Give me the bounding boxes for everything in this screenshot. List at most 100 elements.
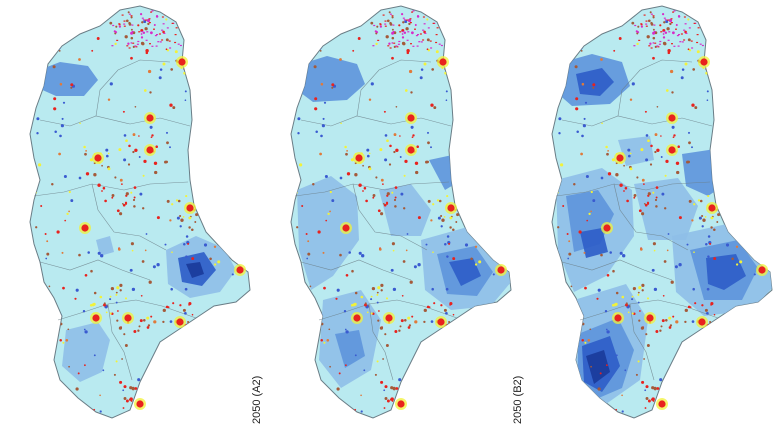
site-point bbox=[660, 325, 663, 328]
site-point bbox=[399, 325, 402, 328]
zone-area bbox=[706, 254, 746, 290]
site-point bbox=[754, 195, 757, 198]
site-point bbox=[597, 288, 601, 292]
site-point bbox=[604, 309, 608, 313]
site-point bbox=[322, 117, 325, 120]
zone-area bbox=[618, 136, 654, 166]
site-point bbox=[169, 103, 173, 107]
site-point bbox=[606, 273, 610, 277]
site-point bbox=[644, 407, 647, 409]
site-point bbox=[162, 23, 165, 25]
site-point bbox=[395, 105, 398, 108]
site-point bbox=[231, 405, 235, 409]
site-point bbox=[165, 160, 168, 164]
site-point bbox=[185, 255, 188, 258]
site-point bbox=[130, 16, 133, 19]
site-point bbox=[656, 148, 660, 152]
site-point bbox=[301, 204, 304, 208]
site-point bbox=[406, 49, 410, 53]
site-point bbox=[146, 31, 149, 33]
site-point bbox=[643, 14, 646, 16]
site-point bbox=[446, 255, 449, 258]
site-point bbox=[659, 378, 663, 382]
site-point bbox=[325, 219, 328, 222]
city-marker bbox=[708, 204, 716, 212]
site-point bbox=[213, 263, 217, 266]
site-point bbox=[379, 23, 382, 25]
site-point bbox=[360, 394, 362, 397]
site-point bbox=[384, 397, 388, 400]
map-2050-a2 bbox=[290, 5, 512, 419]
site-point bbox=[118, 24, 121, 26]
site-point bbox=[687, 305, 691, 309]
site-point bbox=[414, 395, 418, 399]
site-point bbox=[168, 40, 171, 42]
site-point bbox=[345, 364, 347, 367]
site-point bbox=[344, 328, 347, 331]
site-point bbox=[412, 134, 415, 137]
site-point bbox=[679, 41, 682, 43]
site-point bbox=[165, 305, 169, 309]
site-point bbox=[641, 380, 645, 384]
site-point bbox=[583, 17, 587, 21]
site-point bbox=[661, 319, 665, 323]
site-point bbox=[209, 257, 212, 261]
site-point bbox=[130, 15, 133, 17]
site-point bbox=[187, 320, 190, 324]
site-point bbox=[213, 326, 217, 329]
site-point bbox=[675, 320, 679, 324]
site-point bbox=[83, 328, 86, 331]
site-point bbox=[99, 295, 103, 299]
site-point bbox=[362, 164, 364, 167]
site-point bbox=[132, 150, 135, 154]
site-point bbox=[662, 41, 667, 45]
site-point bbox=[394, 196, 397, 199]
site-point bbox=[672, 31, 675, 35]
site-point bbox=[652, 399, 655, 402]
site-point bbox=[631, 82, 635, 86]
site-point bbox=[410, 43, 412, 45]
site-point bbox=[331, 86, 334, 89]
site-point bbox=[631, 298, 634, 301]
site-point bbox=[380, 178, 384, 182]
site-point bbox=[188, 302, 192, 306]
city-markers bbox=[340, 56, 507, 410]
site-point bbox=[690, 40, 693, 42]
site-point bbox=[568, 252, 572, 256]
site-point bbox=[412, 10, 415, 12]
site-point bbox=[592, 86, 595, 89]
site-point bbox=[162, 30, 165, 34]
site-point bbox=[231, 273, 234, 276]
site-point bbox=[388, 11, 391, 14]
site-point bbox=[167, 392, 171, 395]
site-point bbox=[378, 248, 382, 251]
site-point bbox=[115, 301, 118, 304]
site-point bbox=[627, 311, 630, 314]
site-point bbox=[675, 395, 679, 399]
site-point bbox=[491, 17, 495, 21]
site-point bbox=[717, 213, 721, 217]
site-point bbox=[134, 387, 138, 390]
site-point bbox=[647, 139, 650, 143]
site-point bbox=[226, 377, 231, 381]
site-point bbox=[391, 242, 395, 246]
site-point bbox=[174, 50, 178, 54]
zone-area bbox=[576, 68, 614, 96]
site-point bbox=[230, 236, 232, 239]
site-point bbox=[465, 167, 469, 170]
site-point bbox=[348, 251, 351, 254]
site-point bbox=[154, 35, 157, 37]
site-point bbox=[622, 254, 626, 258]
site-point bbox=[448, 320, 451, 324]
site-point bbox=[613, 49, 616, 52]
site-point bbox=[463, 14, 465, 16]
map-panel-2050-a2: 2050 (A2) bbox=[251, 0, 521, 432]
site-point bbox=[660, 31, 663, 33]
site-point bbox=[456, 213, 460, 217]
site-point bbox=[222, 18, 226, 22]
site-point bbox=[586, 219, 589, 222]
site-point bbox=[476, 318, 480, 322]
site-point bbox=[713, 257, 717, 261]
site-point bbox=[411, 11, 414, 13]
site-point bbox=[306, 257, 309, 260]
